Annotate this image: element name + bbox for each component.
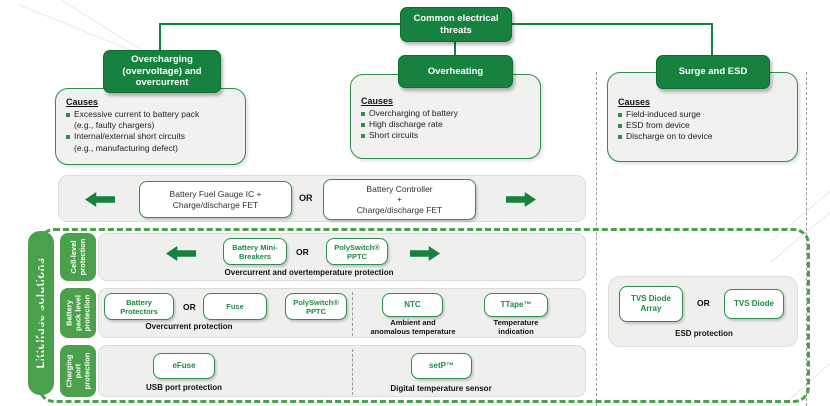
causes-heading: Causes — [361, 96, 394, 106]
cause-text: ESD from device — [626, 120, 690, 131]
cause-subtext: (e.g., faulty chargers) — [74, 120, 155, 131]
green-square-bullet — [361, 134, 365, 139]
polyswitch-pptc-device-box: PolySwitch® PPTC — [285, 293, 347, 320]
or-label: OR — [299, 193, 313, 203]
cause-item: Internal/external short circuits — [66, 131, 239, 142]
green-square-bullet — [618, 113, 622, 117]
connector-line — [159, 23, 161, 53]
overcharging-threat-box: Overcharging (overvoltage) and overcurre… — [103, 50, 221, 93]
cause-text: Field-induced surge — [626, 109, 701, 119]
cause-item: High discharge rate — [361, 119, 534, 130]
charging-port-tab: Charging port protection — [60, 345, 96, 397]
ttape-caption: Temperature indication — [493, 318, 539, 337]
fuse-device-box: Fuse — [203, 293, 267, 320]
connector-line — [454, 38, 456, 60]
green-square-bullet — [361, 112, 365, 116]
cause-item: Excessive current to battery pack — [66, 109, 239, 120]
ttape-device-box: TTape™ — [484, 293, 548, 317]
cell-level-panel: Battery Mini- Breakers OR PolySwitch® PP… — [98, 233, 586, 281]
right-arrow-icon — [410, 246, 440, 261]
green-square-bullet — [618, 135, 622, 140]
or-label: OR — [697, 298, 710, 308]
green-square-bullet — [66, 135, 70, 140]
battery-controller-device-box: Battery Controller + Charge/discharge FE… — [323, 179, 476, 220]
littelfuse-solutions-label: Littelfuse solutions — [35, 257, 47, 369]
battery-protectors-device-box: Battery Protectors — [104, 293, 174, 320]
cause-text: Overcharging of battery — [369, 108, 458, 118]
cause-text: Internal/external short circuits — [74, 131, 186, 142]
polyswitch-pptc-device-box: PolySwitch® PPTC — [326, 238, 388, 265]
connector-line — [160, 23, 401, 25]
battery-pack-tab-label: Battery pack level protection — [64, 294, 92, 332]
setp-device-box: setP™ — [411, 353, 472, 379]
battery-fuel-gauge-device-box: Battery Fuel Gauge IC + Charge/discharge… — [139, 181, 292, 218]
green-square-bullet — [361, 123, 365, 128]
connector-line — [509, 23, 713, 25]
esd-protection-panel: TVS Diode Array OR TVS Diode ESD protect… — [608, 276, 798, 347]
causes-heading: Causes — [66, 97, 99, 107]
cause-text: High discharge rate — [369, 119, 443, 130]
pack-device-row-panel: Battery Fuel Gauge IC + Charge/discharge… — [58, 175, 586, 222]
or-label: OR — [296, 247, 309, 257]
overcharging-causes-box: Causes Excessive current to battery pack… — [55, 88, 246, 165]
cause-text: Short circuits — [369, 130, 419, 141]
left-arrow-icon — [85, 192, 115, 207]
or-label: OR — [183, 302, 196, 312]
efuse-device-box: eFuse — [153, 353, 215, 379]
green-square-bullet — [618, 124, 622, 129]
right-arrow-icon — [506, 192, 536, 207]
left-arrow-icon — [166, 246, 196, 261]
causes-heading: Causes — [618, 97, 651, 107]
column-separator-dashed — [596, 72, 597, 406]
cause-text: Discharge on to device — [626, 131, 713, 142]
green-square-bullet — [66, 113, 70, 117]
cause-item: Overcharging of battery — [361, 108, 534, 119]
overheating-threat-box: Overheating — [398, 55, 513, 88]
digital-temp-sensor-caption: Digital temperature sensor — [390, 384, 492, 393]
cause-subtext: (e.g., manufacturing defect) — [74, 142, 178, 153]
dashed-divider — [352, 292, 353, 336]
surge-esd-threat-box: Surge and ESD — [656, 55, 770, 89]
littelfuse-solutions-bar: Littelfuse solutions — [28, 231, 54, 395]
battery-mini-breakers-device-box: Battery Mini- Breakers — [223, 238, 287, 265]
cell-level-tab: Cell-level protection — [60, 233, 96, 281]
battery-pack-tab: Battery pack level protection — [60, 288, 96, 338]
column-separator-dashed — [806, 72, 807, 406]
cell-level-tab-label: Cell-level protection — [69, 238, 87, 276]
overcurrent-protection-caption: Overcurrent protection — [145, 322, 233, 331]
cell-level-caption: Overcurrent and overtemperature protecti… — [224, 268, 394, 277]
charging-port-panel: eFuse USB port protection setP™ Digital … — [98, 345, 586, 397]
charging-port-tab-label: Charging port protection — [64, 352, 92, 390]
connector-line — [711, 23, 713, 58]
tvs-diode-device-box: TVS Diode — [724, 289, 784, 319]
tvs-diode-array-device-box: TVS Diode Array — [619, 286, 683, 322]
cause-item: Discharge on to device — [618, 131, 791, 142]
cause-item: ESD from device — [618, 120, 791, 131]
usb-port-caption: USB port protection — [146, 383, 222, 392]
overheating-causes-box: Causes Overcharging of battery High disc… — [350, 74, 541, 159]
cause-item: Field-induced surge — [618, 109, 791, 120]
watermark-line — [772, 149, 830, 240]
dashed-divider — [352, 349, 353, 395]
cause-text: Excessive current to battery pack — [74, 109, 200, 119]
ntc-caption: Ambient and anomalous temperature — [370, 318, 456, 337]
root-threat-box: Common electrical threats — [400, 7, 512, 42]
battery-pack-panel: Battery Protectors OR Fuse PolySwitch® P… — [98, 288, 586, 338]
ntc-device-box: NTC — [382, 293, 443, 317]
esd-protection-caption: ESD protection — [675, 329, 733, 338]
cause-item: Short circuits — [361, 130, 534, 141]
